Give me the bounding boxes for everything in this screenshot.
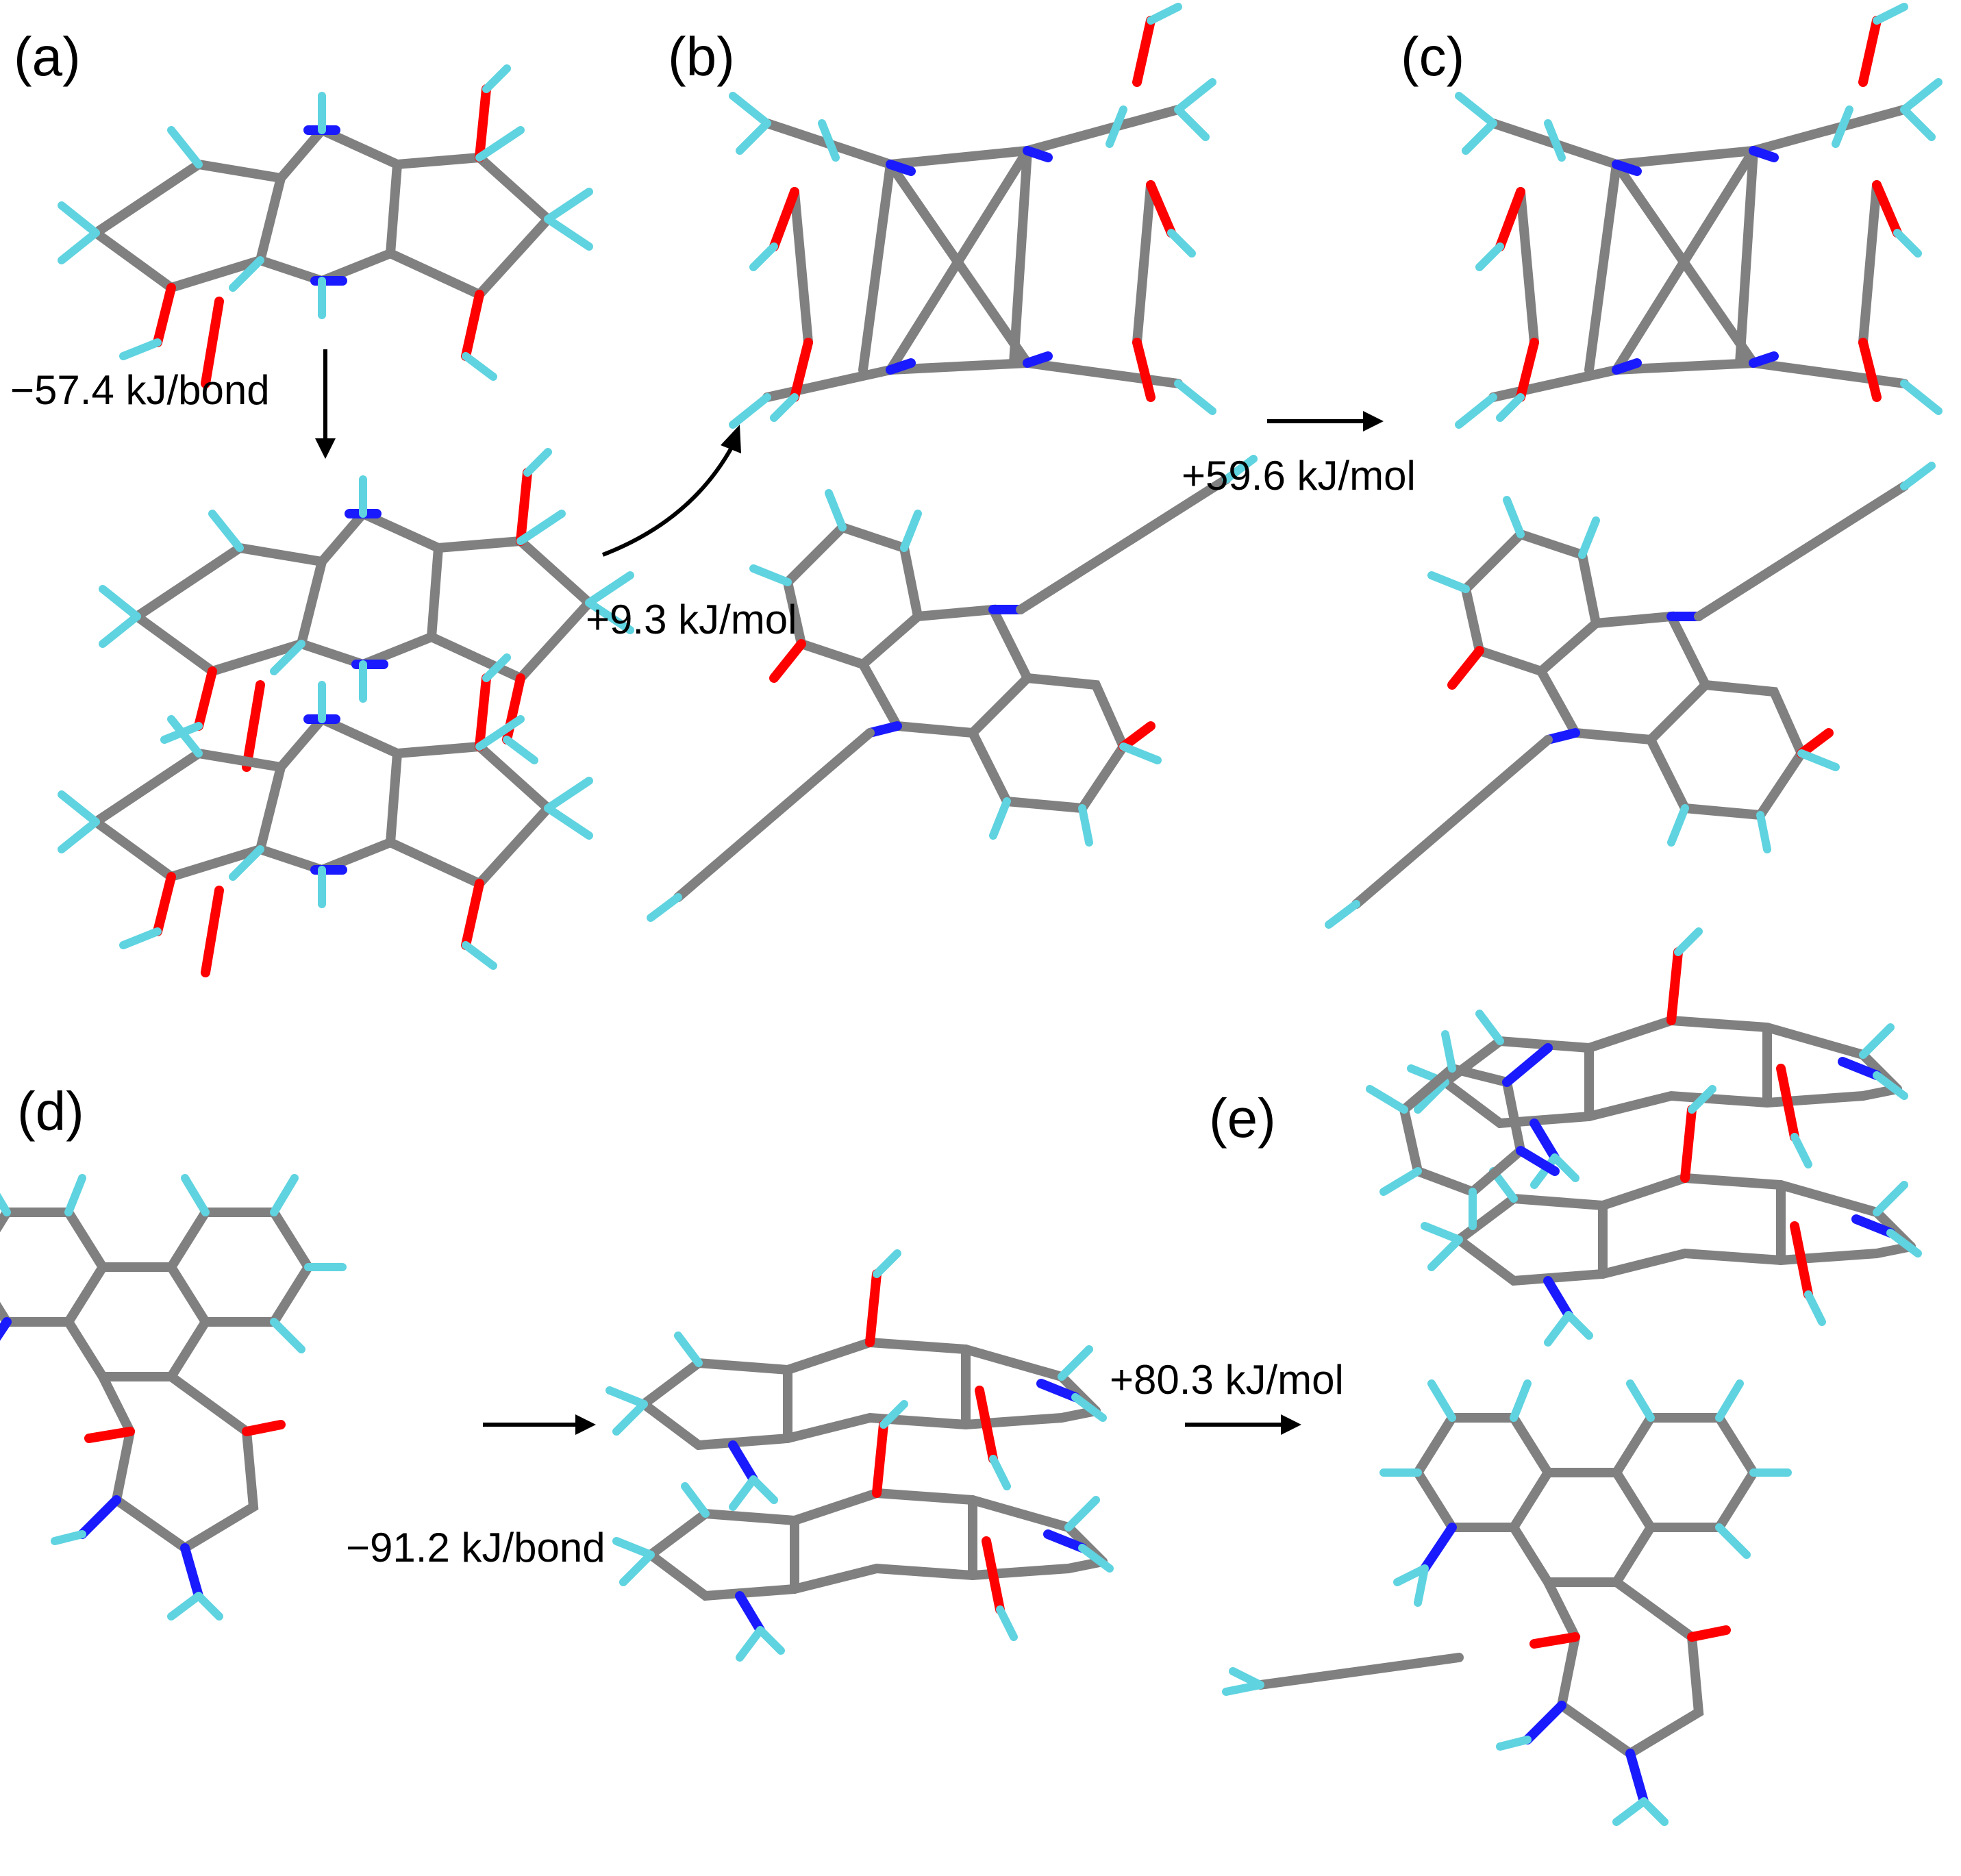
panel-c-cage-dimer — [1459, 7, 1938, 425]
panel-label-a: (a) — [14, 26, 81, 87]
panel-d-monomer — [0, 1178, 342, 1616]
arrow-a-to-b — [601, 425, 741, 557]
panel-a-molecule-monomer — [62, 68, 589, 384]
panel-b-cage-dimer — [733, 7, 1212, 425]
panel-b-flat-dimer — [651, 459, 1253, 918]
panel-label-d: (d) — [17, 1081, 84, 1142]
energy-label-a-to-b: +9.3 kJ/mol — [586, 597, 797, 642]
energy-label-d: −91.2 kJ/bond — [346, 1525, 605, 1571]
panel-label-c: (c) — [1401, 26, 1464, 87]
panel-label-e: (e) — [1209, 1088, 1276, 1149]
panel-a-molecule-dimer-top — [103, 452, 630, 767]
panel-c-flat-dimer — [1329, 466, 1932, 925]
arrow-d-to-d2 — [483, 1414, 596, 1435]
panel-e-flat-dimer — [1222, 1384, 1788, 1822]
energy-label-b-to-c: +59.6 kJ/mol — [1182, 453, 1416, 499]
energy-label-d-to-e: +80.3 kJ/mol — [1110, 1357, 1344, 1403]
arrow-b-to-c — [1267, 411, 1384, 432]
panel-d-dimer-top — [610, 1253, 1103, 1507]
panel-e-stacked-dimer — [1366, 931, 1918, 1342]
arrow-d2-to-e — [1185, 1414, 1301, 1435]
energy-label-a: −57.4 kJ/bond — [10, 367, 270, 413]
arrow-a-down — [315, 349, 336, 459]
panel-label-b: (b) — [668, 26, 735, 87]
